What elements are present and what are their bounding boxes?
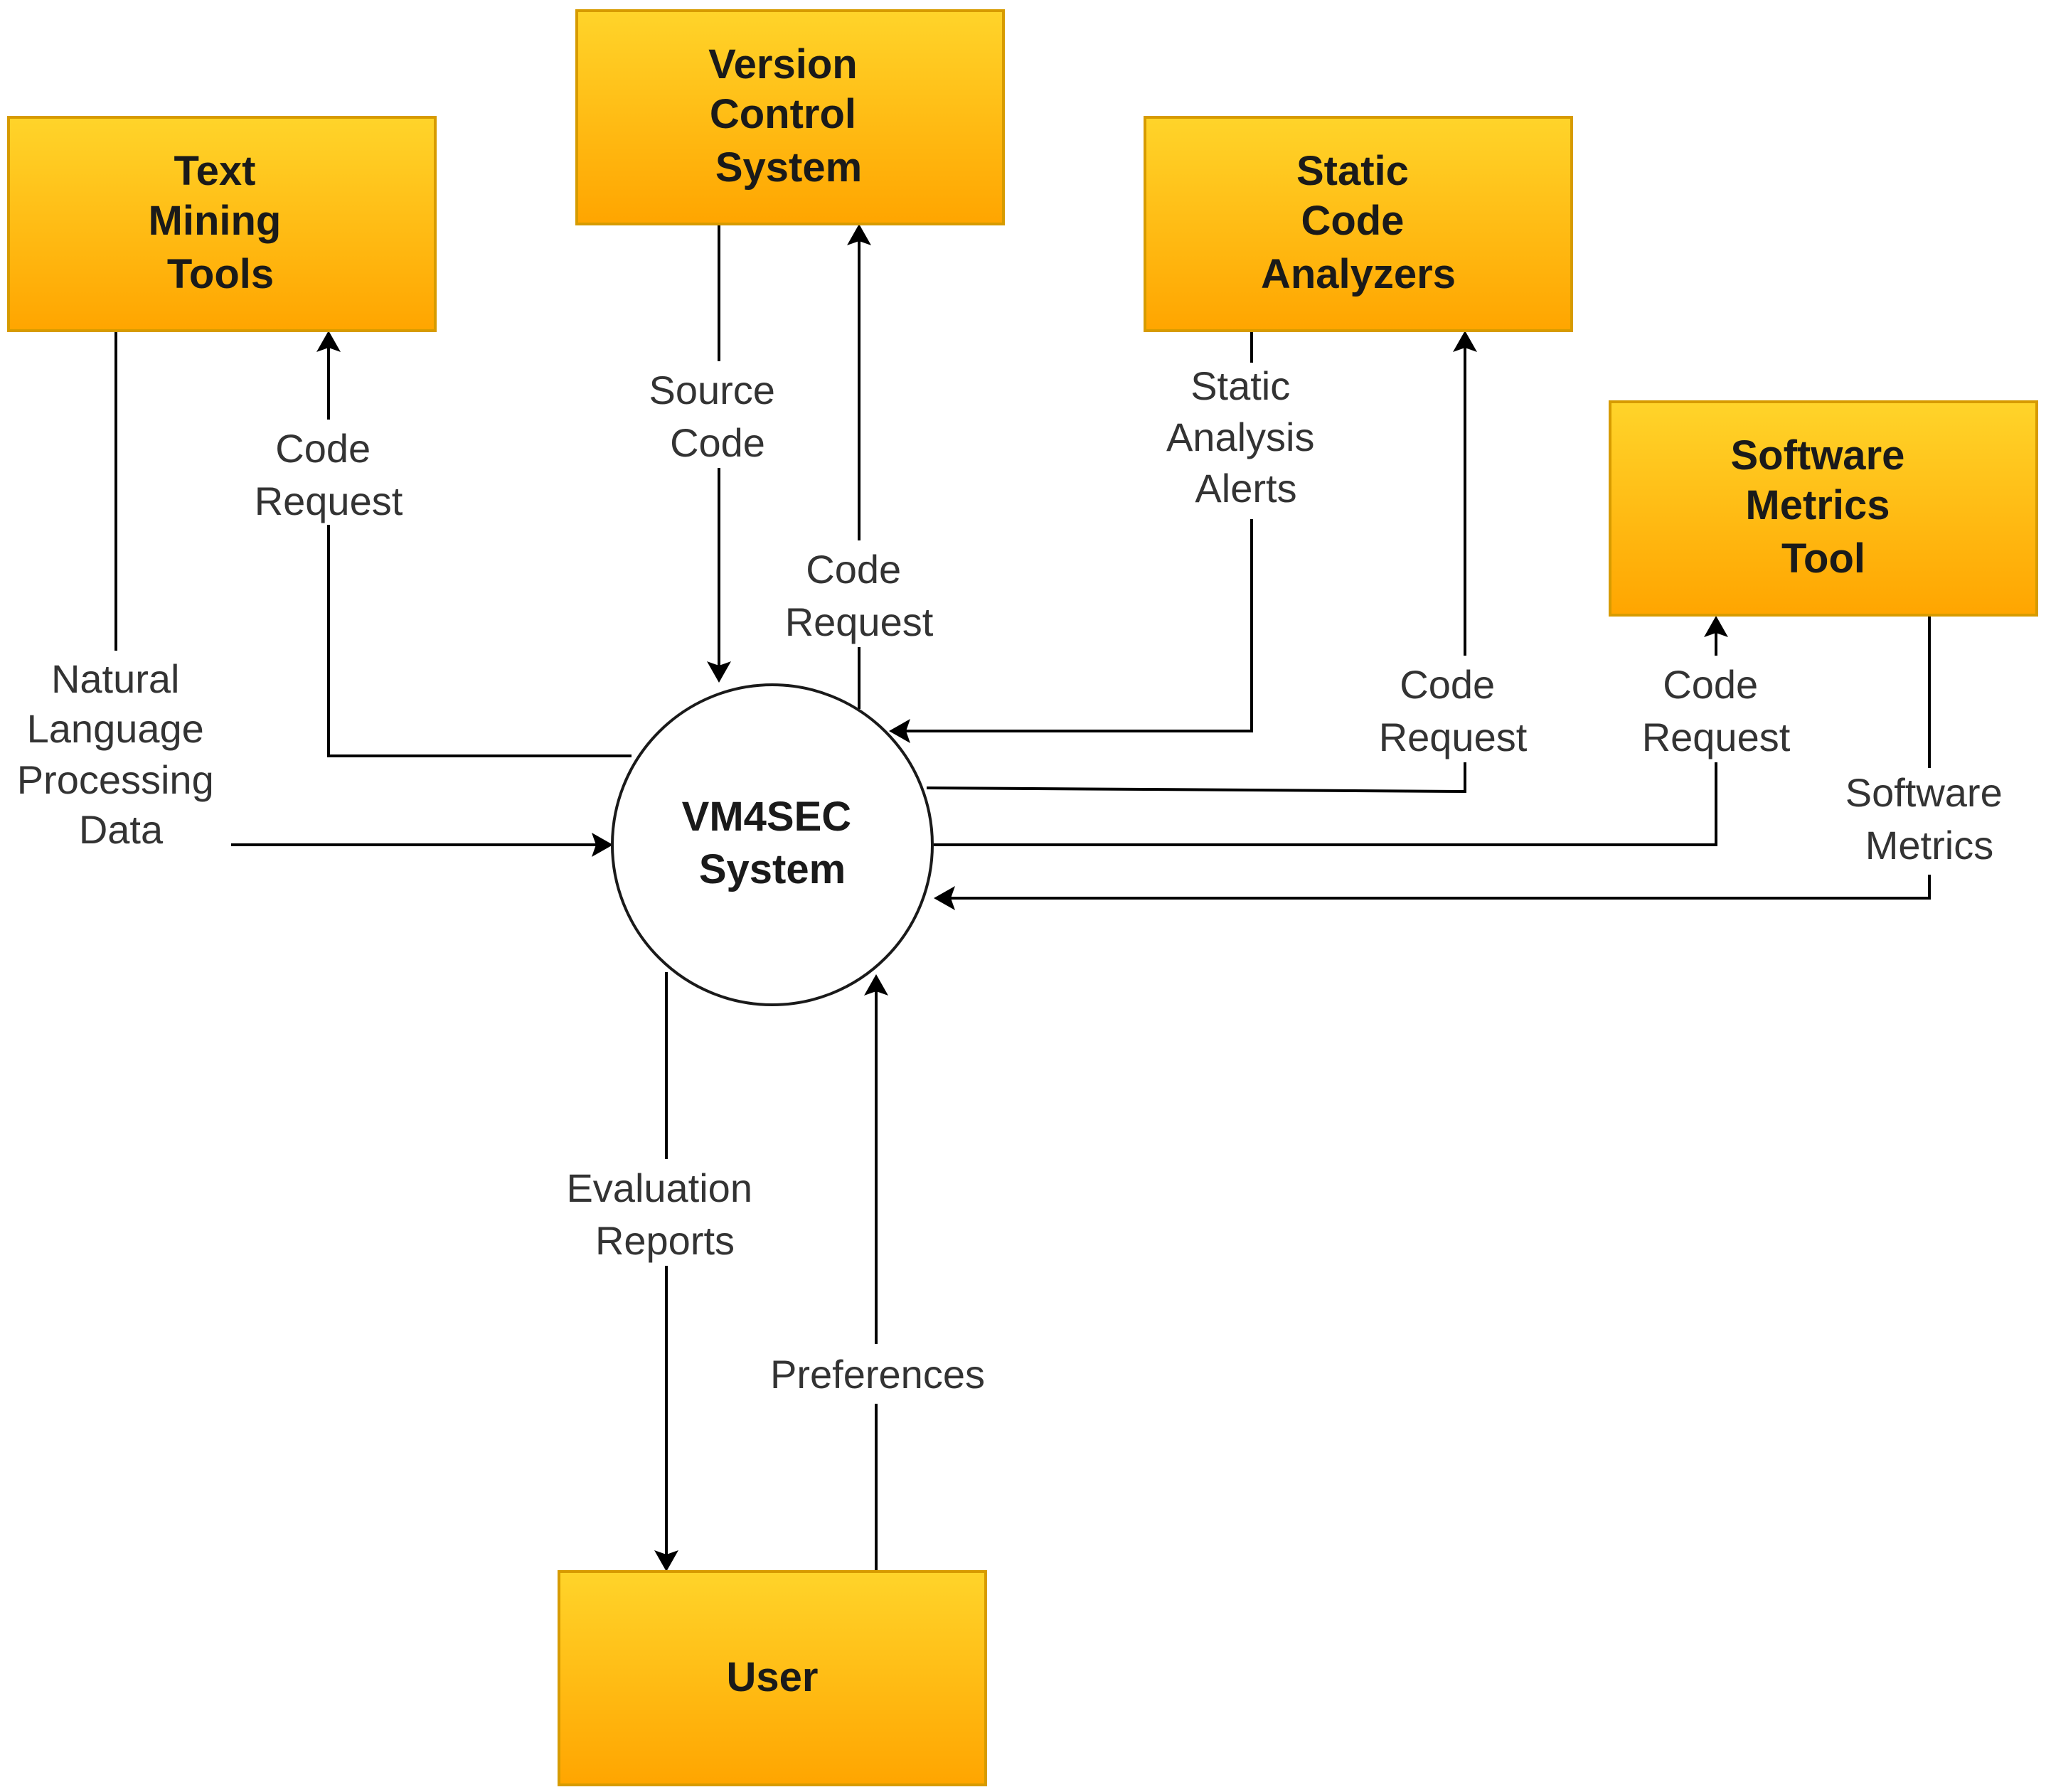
software-metrics-flow[interactable]: [948, 616, 1931, 900]
arrowhead: [847, 224, 871, 245]
arrowhead: [889, 719, 910, 743]
tm-code-request-flow[interactable]: [327, 343, 632, 757]
arrowhead: [707, 661, 731, 683]
user-box[interactable]: User: [558, 1570, 987, 1786]
version-control-system-box[interactable]: Version Control System: [575, 9, 1005, 225]
static-code-analyzers-box[interactable]: Static Code Analyzers: [1144, 116, 1573, 332]
arrowhead: [864, 974, 888, 996]
static-alerts-label: Static Analysis Alerts: [1166, 363, 1326, 511]
sca-code-request-flow[interactable]: [926, 343, 1466, 794]
arrowhead: [316, 331, 341, 352]
user-title: User: [727, 1654, 819, 1700]
arrowhead: [654, 1550, 678, 1572]
text-mining-tools-title: Text Mining Tools: [149, 148, 293, 297]
arrowhead: [1704, 616, 1728, 637]
vcs-code-request-label: Code Request: [785, 547, 934, 644]
tm-code-request-label: Code Request: [255, 426, 403, 523]
smt-code-request-flow[interactable]: [934, 629, 1717, 846]
smt-code-request-label: Code Request: [1642, 662, 1791, 759]
version-control-system-title: Version Control System: [708, 41, 869, 191]
edge-labels: Code Request Natural Language Processing…: [7, 361, 2018, 1404]
evaluation-reports-label: Evaluation Reports: [566, 1166, 763, 1263]
software-metrics-tool-title: Software Metrics Tool: [1730, 432, 1916, 582]
vm4sec-title: VM4SEC System: [682, 794, 863, 892]
arrowhead: [1453, 331, 1477, 352]
sca-code-request-label: Code Request: [1379, 662, 1528, 759]
vm4sec-circle: [611, 683, 934, 1006]
software-metrics-label: Software Metrics: [1845, 770, 2014, 868]
static-code-analyzers-title: Static Code Analyzers: [1261, 148, 1456, 297]
arrowhead: [592, 833, 613, 857]
vm4sec-process[interactable]: VM4SEC System: [611, 683, 934, 1006]
preferences-label: Preferences: [770, 1352, 985, 1397]
nlp-data-label: Natural Language Processing Data: [17, 656, 225, 852]
text-mining-tools-box[interactable]: Text Mining Tools: [7, 116, 437, 332]
arrowhead: [934, 886, 955, 910]
source-code-label: Source Code: [649, 368, 787, 465]
software-metrics-tool-box[interactable]: Software Metrics Tool: [1609, 400, 2038, 617]
